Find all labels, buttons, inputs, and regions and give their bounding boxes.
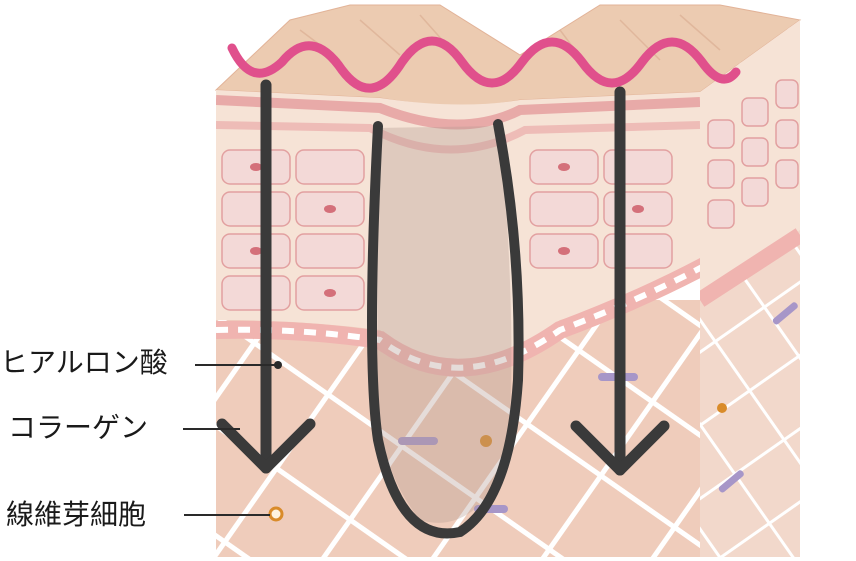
label-fibroblast: 線維芽細胞	[6, 498, 147, 531]
down-arrow-icon	[570, 86, 670, 476]
basal-layer	[216, 257, 700, 377]
leader-lines	[183, 364, 276, 516]
wrinkle-zone	[376, 126, 512, 523]
fibroblast-cell-icon	[268, 506, 284, 522]
u-curve-icon	[367, 119, 524, 539]
down-arrow-icon	[216, 79, 316, 474]
front-face	[216, 90, 700, 557]
label-hyaluronic-acid: ヒアルロン酸	[0, 346, 168, 379]
label-collagen: コラーゲン	[8, 411, 149, 444]
cell-nuclei	[250, 163, 644, 297]
wave-line-icon	[227, 36, 741, 93]
side-face	[700, 20, 800, 557]
leader-dot	[274, 361, 282, 369]
